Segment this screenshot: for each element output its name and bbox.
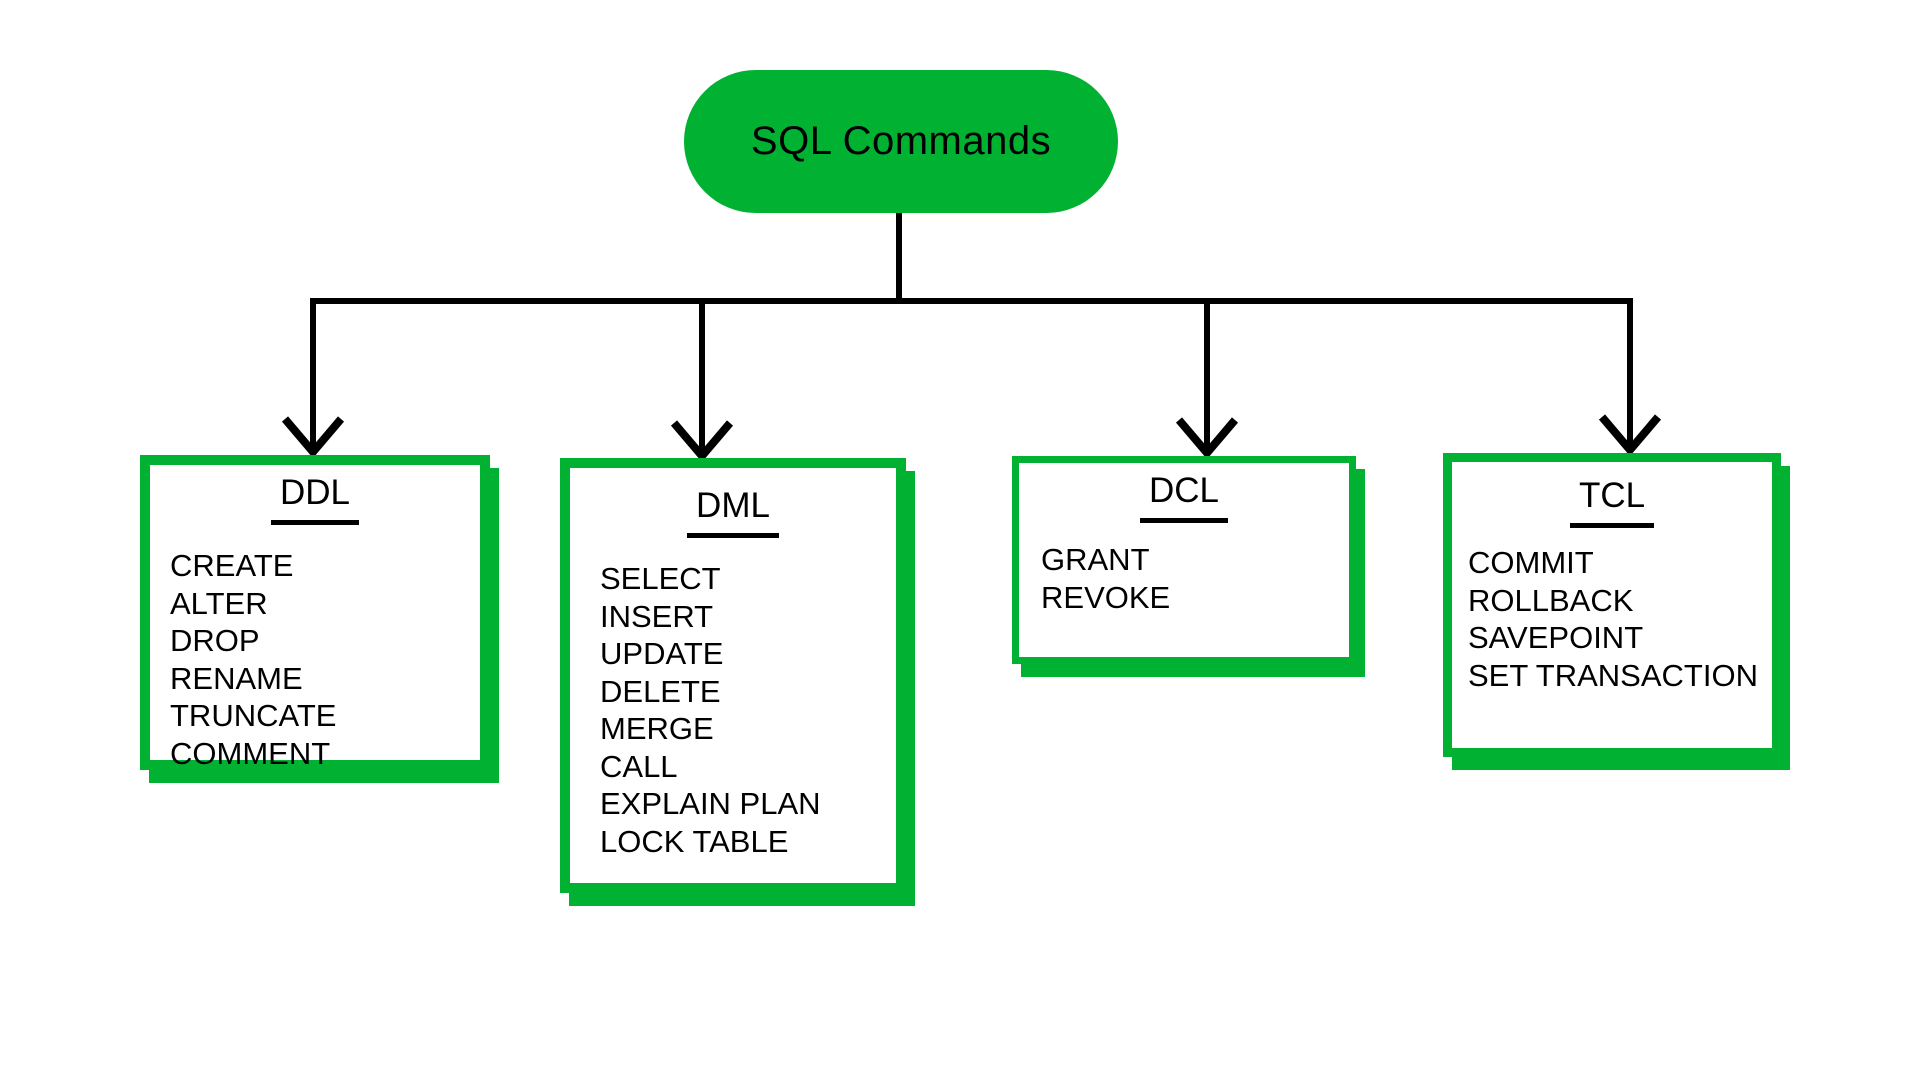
command-item: DELETE bbox=[600, 673, 721, 709]
tcl-title-text: TCL bbox=[1569, 474, 1655, 528]
command-item: SELECT bbox=[600, 561, 721, 596]
command-item: ALTER bbox=[170, 585, 268, 621]
tcl-box-title: TCL bbox=[1452, 474, 1772, 528]
ddl-arrow-down-icon bbox=[281, 416, 345, 459]
tcl-command-list: COMMIT ROLLBACK SAVEPOINT SET TRANSACTIO… bbox=[1468, 544, 1772, 694]
ddl-box: DDL CREATE ALTER DROP RENAME TRUNCATE CO… bbox=[140, 455, 490, 772]
command-item: CALL bbox=[600, 748, 678, 784]
command-item: GRANT bbox=[1041, 542, 1150, 577]
command-item: COMMIT bbox=[1468, 545, 1594, 580]
root-node-sql-commands: SQL Commands bbox=[684, 70, 1118, 213]
dcl-box-title: DCL bbox=[1019, 469, 1349, 523]
tcl-arrow-down-icon bbox=[1598, 414, 1662, 457]
dml-box: DML SELECT INSERT UPDATE DELETE MERGE CA… bbox=[560, 458, 906, 893]
dml-title-text: DML bbox=[687, 484, 779, 538]
command-item: SAVEPOINT bbox=[1468, 620, 1644, 655]
command-item: ROLLBACK bbox=[1468, 582, 1634, 618]
command-item: SET TRANSACTION bbox=[1468, 657, 1758, 693]
command-item: MERGE bbox=[600, 711, 714, 746]
command-item: UPDATE bbox=[600, 636, 724, 671]
dml-arrow-down-icon bbox=[670, 420, 734, 463]
dcl-arrow-down-icon bbox=[1175, 417, 1239, 460]
command-item: LOCK TABLE bbox=[600, 823, 789, 859]
root-node-label: SQL Commands bbox=[750, 119, 1052, 163]
command-item: EXPLAIN PLAN bbox=[600, 786, 821, 821]
command-item: CREATE bbox=[170, 548, 294, 583]
command-item: REVOKE bbox=[1041, 579, 1171, 615]
command-item: INSERT bbox=[600, 598, 714, 634]
command-item: DROP bbox=[170, 623, 260, 658]
tcl-box: TCL COMMIT ROLLBACK SAVEPOINT SET TRANSA… bbox=[1443, 453, 1781, 757]
dml-command-list: SELECT INSERT UPDATE DELETE MERGE CALL E… bbox=[600, 560, 896, 860]
dcl-title-text: DCL bbox=[1139, 469, 1229, 523]
ddl-box-title: DDL bbox=[150, 471, 480, 525]
command-item: TRUNCATE bbox=[170, 698, 337, 733]
ddl-title-text: DDL bbox=[270, 471, 360, 525]
dcl-box: DCL GRANT REVOKE bbox=[1012, 456, 1356, 664]
command-item: COMMENT bbox=[170, 735, 331, 771]
dcl-command-list: GRANT REVOKE bbox=[1041, 541, 1349, 616]
ddl-command-list: CREATE ALTER DROP RENAME TRUNCATE COMMEN… bbox=[170, 547, 480, 772]
dml-box-title: DML bbox=[570, 484, 896, 538]
command-item: RENAME bbox=[170, 660, 303, 696]
